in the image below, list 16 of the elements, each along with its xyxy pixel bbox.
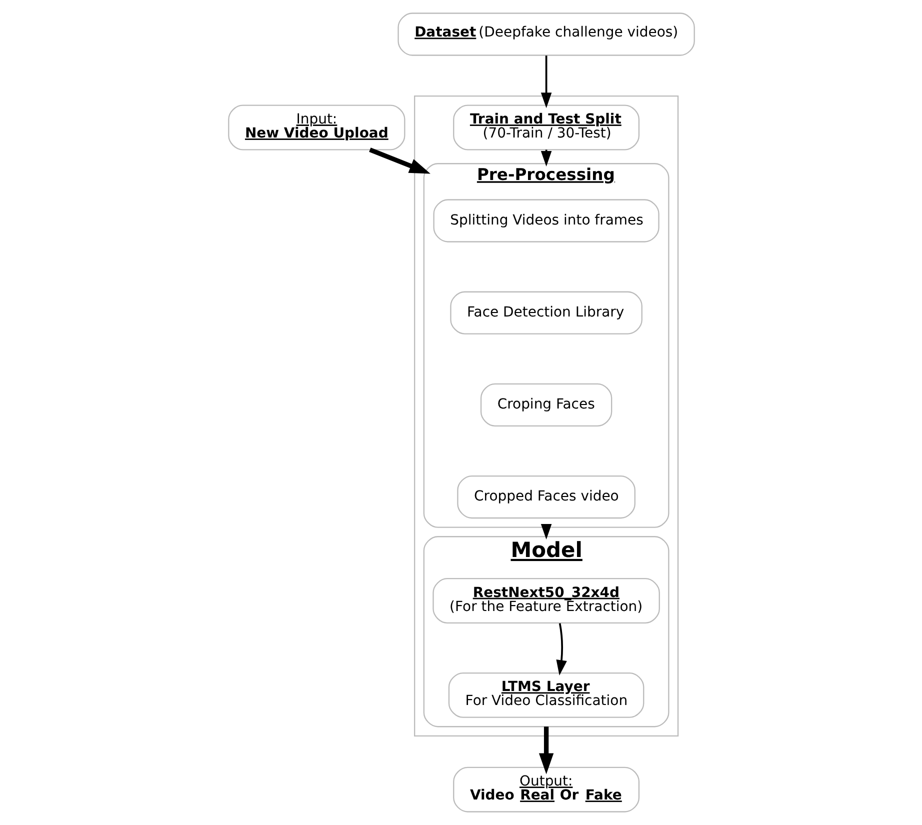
- arrow: [368, 148, 430, 174]
- arrow: [540, 524, 552, 540]
- arrow: [540, 56, 552, 108]
- cluster: [414, 95, 678, 737]
- node-box: Cropped Faces video: [456, 475, 635, 519]
- arrow: [556, 623, 566, 676]
- node-box: Croping Faces: [480, 383, 612, 426]
- node-box: RestNext50_32x4d (For the Feature Extraction): [432, 578, 660, 624]
- node-box: Input: New Video Upload: [228, 104, 405, 150]
- node-box: Face Detection Library: [450, 291, 642, 334]
- node-box: Dataset(Deepfake challenge videos): [397, 12, 694, 56]
- node-box: Output: Video Real Or Fake: [452, 766, 640, 812]
- node-box: Train and Test Split (70-Train / 30-Test): [452, 104, 640, 150]
- node-box: LTMS Layer For Video Classification: [448, 672, 644, 718]
- arrow: [538, 726, 554, 774]
- node-box: Splitting Videos into frames: [432, 199, 659, 242]
